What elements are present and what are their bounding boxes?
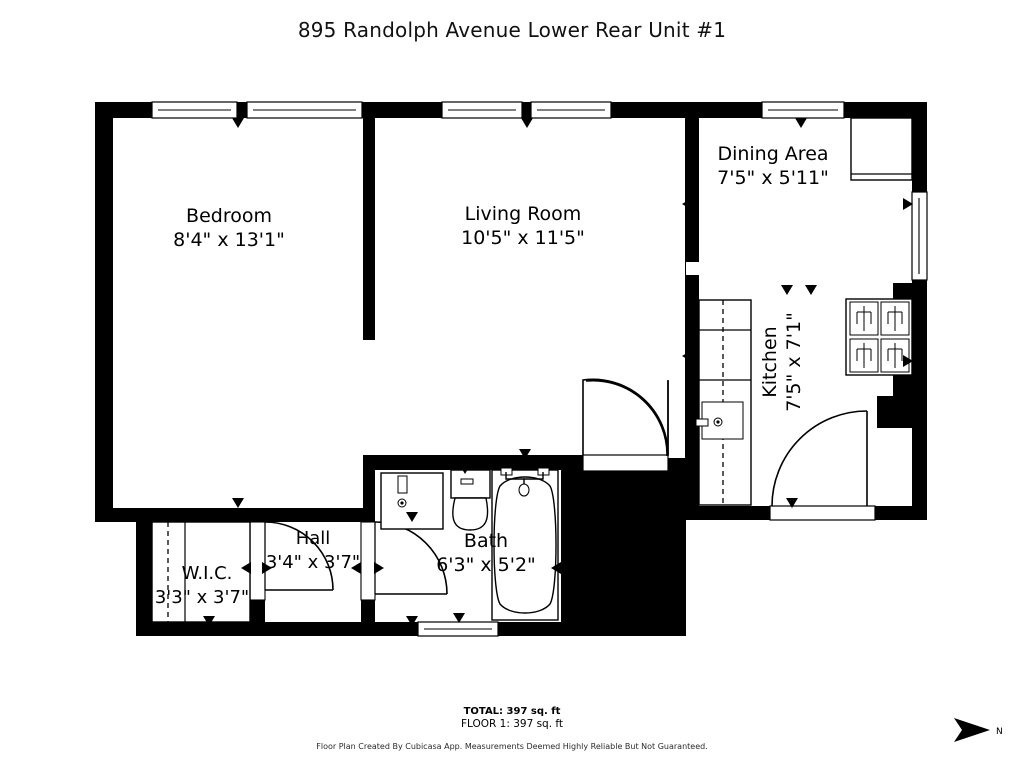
kitchen-counter-icon [695, 299, 752, 506]
living-dimensions: 10'5" x 11'5" [461, 227, 585, 249]
door-hall [264, 521, 334, 591]
door-kitchen-exterior [771, 410, 868, 507]
room-label-kitchen: Kitchen 7'5" x 7'1" [759, 312, 805, 412]
credit-text: Floor Plan Created By Cubicasa App. Meas… [316, 742, 708, 751]
hall-name: Hall [296, 528, 331, 549]
floor-area: FLOOR 1: 397 sq. ft [460, 718, 564, 730]
bedroom-dimensions: 8'4" x 13'1" [173, 229, 285, 251]
dining-dimensions: 7'5" x 5'11" [717, 167, 829, 189]
wic-dimensions: 3'3" x 3'7" [155, 587, 249, 608]
door-openings [249, 262, 876, 601]
window-dining-right [911, 191, 928, 281]
room-label-living: Living Room 10'5" x 11'5" [461, 203, 585, 249]
north-arrow-icon [954, 718, 990, 742]
total-area: TOTAL: 397 sq. ft [463, 706, 561, 717]
hall-dimensions: 3'4" x 3'7" [266, 552, 360, 573]
page-title: 895 Randolph Avenue Lower Rear Unit #1 [297, 18, 727, 42]
wic-name: W.I.C. [182, 563, 233, 584]
room-label-dining: Dining Area 7'5" x 5'11" [717, 143, 829, 189]
bathtub-icon [491, 467, 559, 621]
stove-icon [845, 298, 913, 376]
room-labels: Bedroom 8'4" x 13'1" Living Room 10'5" x… [155, 143, 829, 608]
compass: N [950, 712, 1010, 756]
bedroom-name: Bedroom [186, 205, 272, 227]
toilet-icon [450, 469, 491, 531]
room-label-wic: W.I.C. 3'3" x 3'7" [155, 563, 249, 608]
window-bath-bottom [417, 621, 499, 637]
door-swings [264, 378, 868, 595]
dimension-markers [103, 118, 913, 626]
windows [151, 101, 928, 637]
closet-shelf-icon [151, 521, 251, 623]
footer: TOTAL: 397 sq. ft FLOOR 1: 397 sq. ft Fl… [0, 705, 1024, 752]
window-living-top-a [246, 101, 363, 119]
room-label-bedroom: Bedroom 8'4" x 13'1" [173, 205, 285, 251]
window-bedroom-top [151, 101, 238, 119]
window-dining-top [761, 101, 845, 119]
dining-name: Dining Area [717, 143, 828, 165]
window-living-top-c [530, 101, 612, 119]
bath-dimensions: 6'3" x 5'2" [436, 554, 536, 576]
room-label-hall: Hall 3'4" x 3'7" [266, 528, 360, 573]
room-label-bath: Bath 6'3" x 5'2" [436, 530, 536, 576]
kitchen-dimensions: 7'5" x 7'1" [783, 312, 805, 412]
bath-name: Bath [464, 530, 508, 552]
compass-label: N [996, 727, 1003, 737]
dining-cabinet-icon [850, 117, 913, 181]
door-living-lower-right [582, 378, 669, 457]
window-living-top-b [441, 101, 523, 119]
living-name: Living Room [465, 203, 582, 225]
kitchen-name: Kitchen [759, 326, 781, 397]
